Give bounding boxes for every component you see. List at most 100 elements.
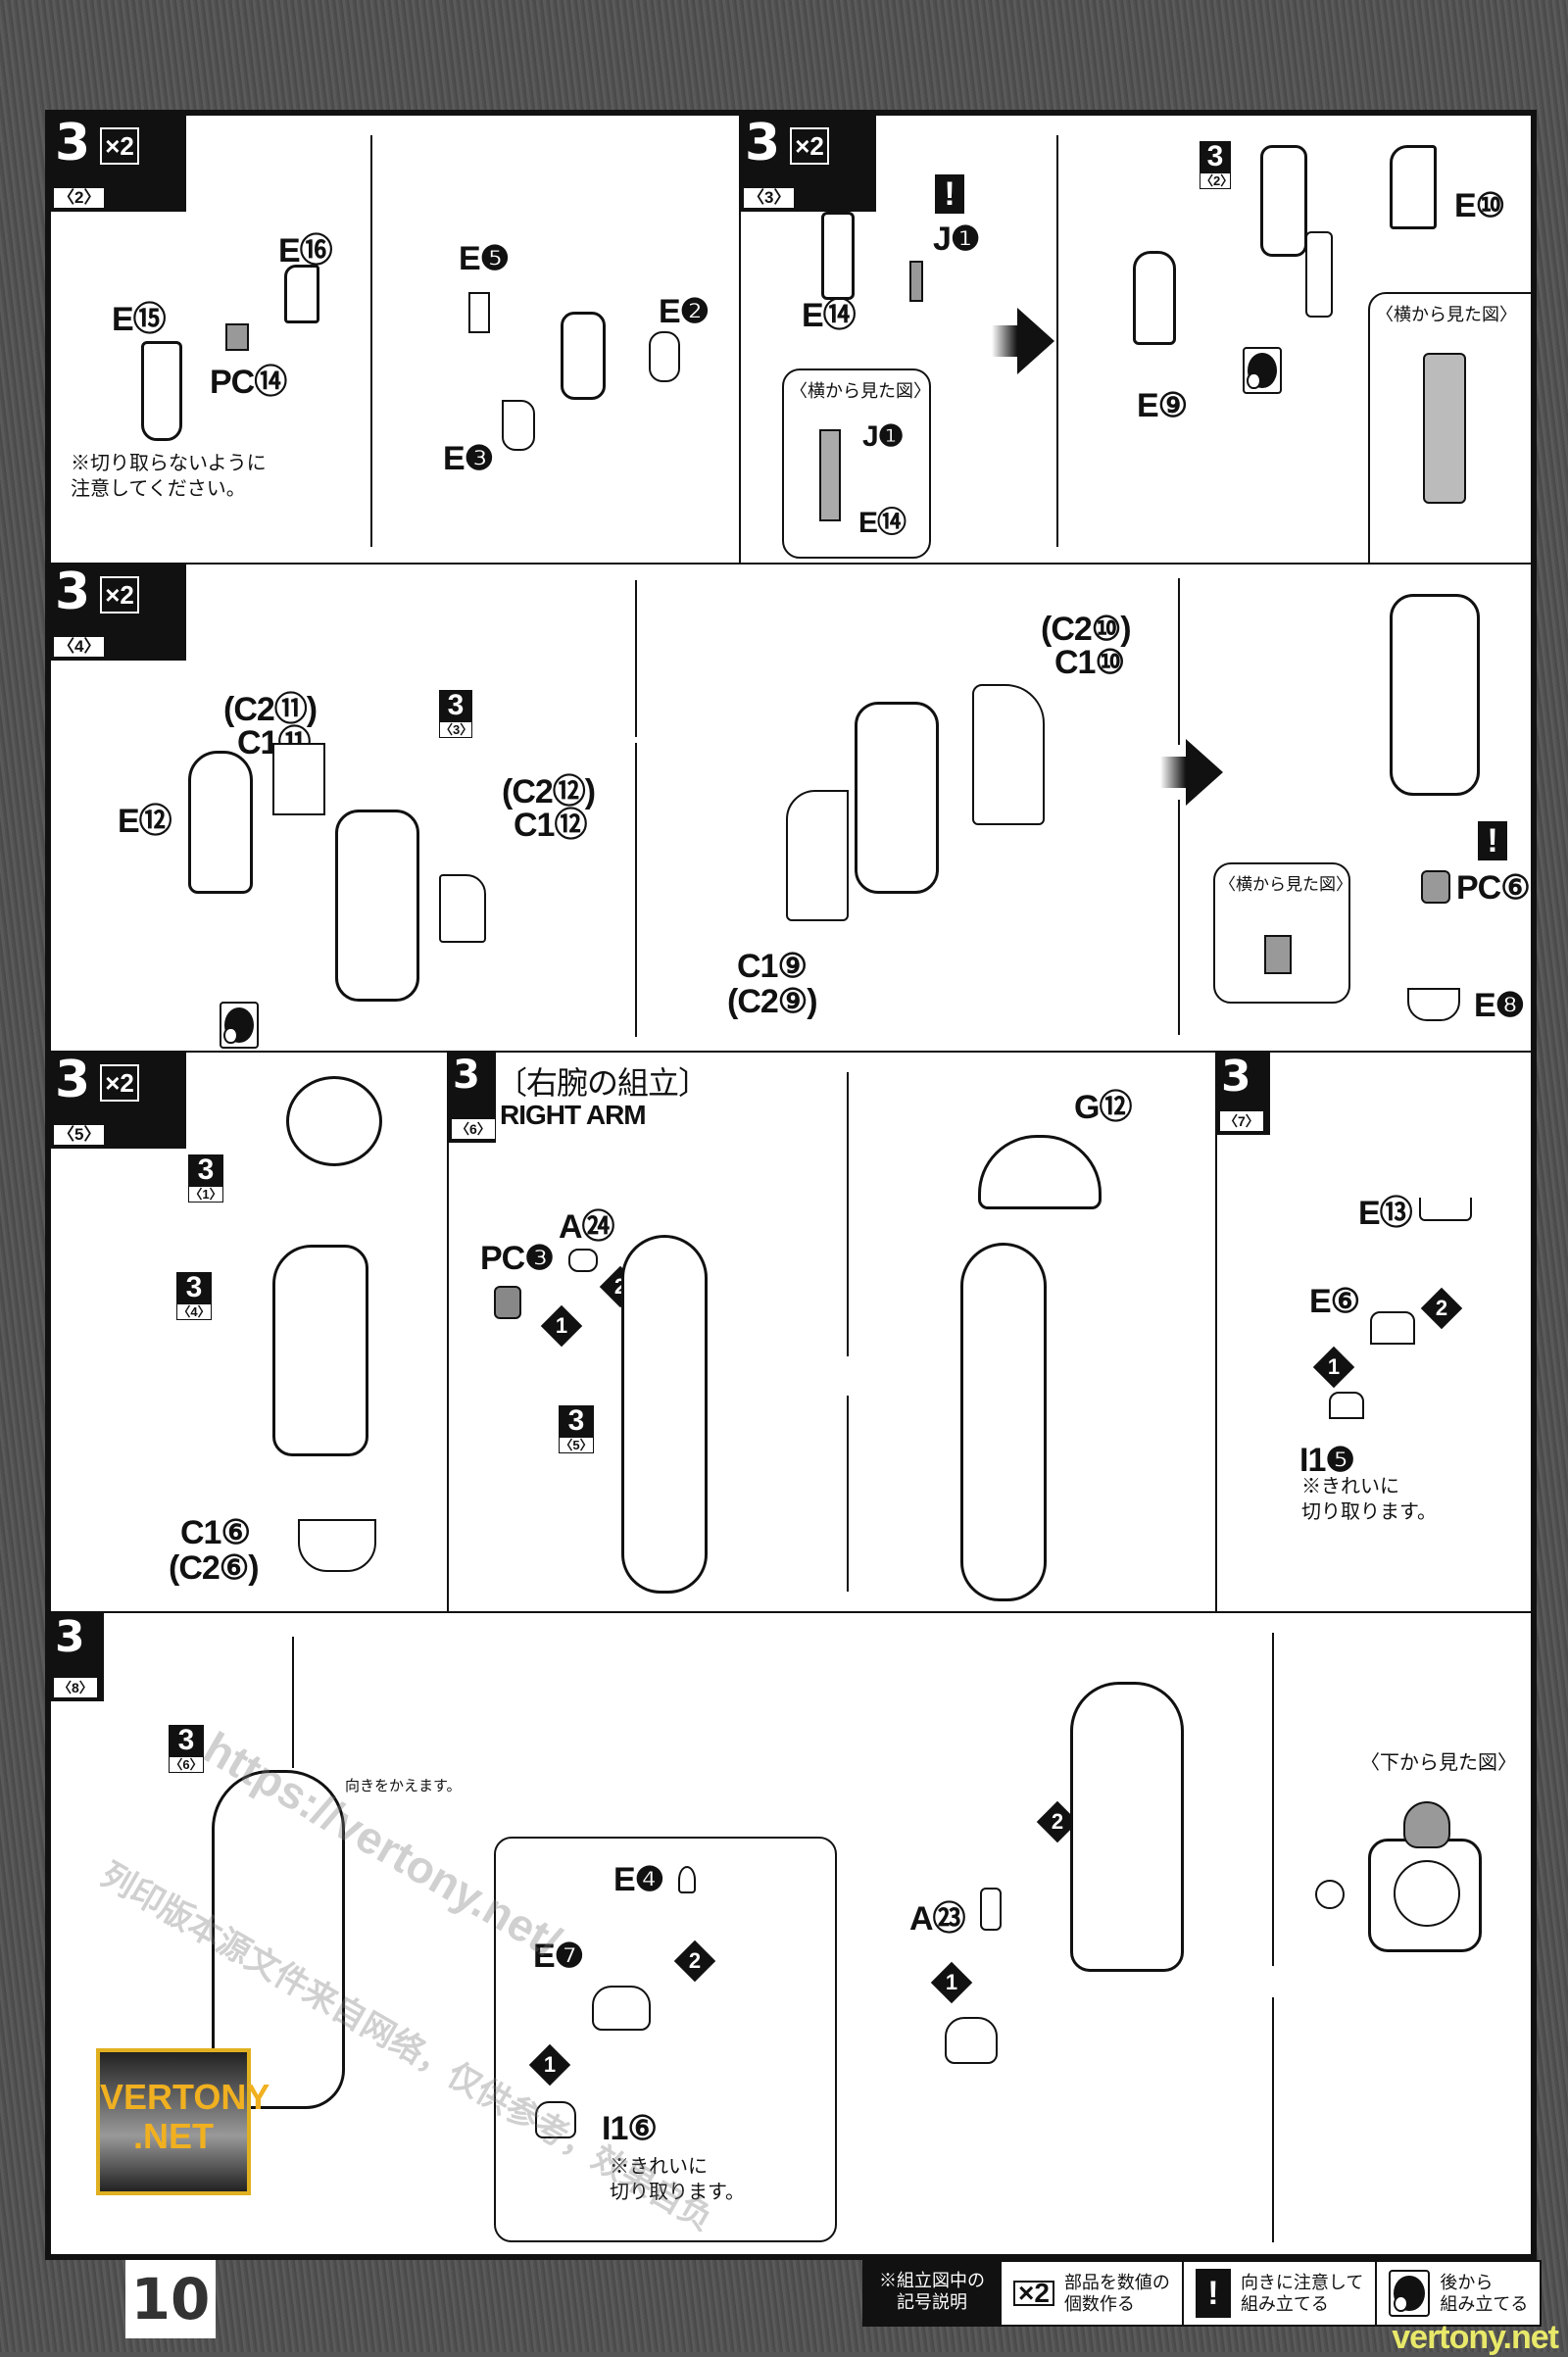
part-label: PC❸	[480, 1240, 555, 1277]
part-c1-11	[272, 743, 325, 815]
next-arrow-stem	[992, 325, 1017, 357]
x2-icon: ×2	[100, 127, 139, 165]
panel-step-3-2: 3 ×2 〈2〉 E⑯ E⑮ PC⑭ ※切り取らないように 注意してください。 …	[49, 114, 741, 565]
part-e9	[1133, 251, 1176, 345]
ref-number: 3	[567, 1404, 585, 1437]
bottom-view-label: 〈下から見た図〉	[1360, 1752, 1517, 1774]
x2-icon: ×2	[100, 576, 139, 614]
part-e4	[678, 1866, 696, 1893]
order-badge-1: 1	[1312, 1346, 1355, 1389]
side-view-bubble: 〈横から見た図〉 J❶ E⑭	[782, 368, 931, 559]
part-label: E⑬	[1358, 1195, 1413, 1232]
part-e13	[1419, 1198, 1472, 1221]
part-core-b	[855, 702, 939, 894]
part-e8	[1407, 988, 1460, 1021]
assemble-later-icon	[220, 1002, 259, 1049]
part-pc3	[494, 1286, 521, 1319]
panel-step-3-6: 3 〈6〉 〔右腕の組立〕 RIGHT ARM PC❸ A㉔ 1 2 3 〈5〉…	[447, 1051, 1217, 1613]
detail-bubble: E❹ E❼ 1 2 I1⑥ ※きれいに 切り取ります。	[494, 1837, 837, 2242]
part-j1	[909, 261, 923, 302]
part-label: (C2⑨)	[727, 983, 818, 1020]
part-label: C1⑫	[514, 807, 587, 844]
order-number: 2	[1435, 1296, 1448, 1320]
part-joint	[561, 312, 606, 400]
part-label: E❽	[1474, 987, 1525, 1024]
step-ref: 3 〈2〉	[1200, 140, 1233, 189]
part-label: I1❺	[1299, 1442, 1355, 1479]
part-label: E⑯	[278, 232, 333, 270]
part-upper-arm	[272, 1245, 368, 1456]
order-number: 2	[1051, 1809, 1064, 1834]
ref-number: 3	[447, 689, 465, 721]
part-assembled	[1390, 594, 1480, 796]
section-title-en: RIGHT ARM	[500, 1100, 647, 1130]
divider	[292, 1637, 294, 1768]
part-forearm	[621, 1235, 708, 1594]
ref-number: 3	[1206, 140, 1224, 172]
part-core	[335, 810, 419, 1002]
part-bottom-view-ball	[1315, 1880, 1345, 1909]
ref-sub: 〈3〉	[439, 721, 473, 738]
panel-step-3-3: 3 ×2 〈3〉 ! J❶ E⑭ 〈横から見た図〉 J❶ E⑭ 3 〈2〉 E⑩…	[739, 114, 1533, 565]
panel-step-3-8: 3 〈8〉 3 〈6〉 向きをかえます。 E❹ E❼ 1 2 I1⑥ ※きれいに…	[49, 1611, 1533, 2256]
part-label: A㉔	[559, 1208, 615, 1246]
divider	[1272, 1633, 1274, 1966]
part-e14	[821, 212, 855, 300]
part-arm-rotated	[1070, 1682, 1184, 1972]
divider	[370, 135, 372, 547]
part-label: E⑭	[802, 297, 857, 334]
step-sub: 〈7〉	[1219, 1110, 1264, 1132]
step-sub: 〈3〉	[743, 187, 796, 209]
divider	[1178, 800, 1180, 1035]
ref-sub: 〈4〉	[176, 1303, 212, 1320]
part-label: J❶	[862, 420, 905, 453]
x2-icon: ×2	[100, 1064, 139, 1102]
part-e14-b	[1305, 231, 1333, 318]
part-label: E❺	[459, 240, 510, 277]
page-number: 10	[125, 2260, 216, 2338]
part-side-view	[819, 429, 841, 521]
part-label: PC⑥	[1456, 869, 1531, 907]
part-e16	[284, 265, 319, 323]
part-e5	[468, 292, 490, 333]
legend-item-caution: ! 向きに注意して 組み立てる	[1181, 2262, 1375, 2325]
x2-icon: ×2	[790, 127, 829, 165]
step-ref: 3 〈5〉	[559, 1405, 594, 1453]
order-number: 1	[1327, 1354, 1341, 1379]
legend-text: 後から 組み立てる	[1440, 2273, 1529, 2314]
step-badge: 3 ×2 〈4〉	[51, 565, 186, 661]
part-i1-6	[535, 2101, 576, 2138]
legend-item-x2: ×2 部品を数値の 個数作る	[1000, 2262, 1182, 2325]
legend-text: 向きに注意して 組み立てる	[1240, 2273, 1364, 2314]
next-arrow-icon	[1017, 308, 1054, 374]
step-sub: 〈6〉	[451, 1118, 496, 1140]
caution-note: ※きれいに 切り取ります。	[610, 2156, 745, 2203]
order-number: 2	[688, 1948, 702, 1973]
part-c1-9	[786, 790, 849, 921]
part-e12	[188, 751, 253, 894]
step-number: 3	[1221, 1052, 1251, 1102]
part-label: C1⑨	[737, 948, 808, 985]
divider	[847, 1072, 849, 1356]
part-e10	[1390, 145, 1437, 229]
step-number: 3	[55, 1051, 91, 1109]
step-number: 3	[745, 114, 781, 172]
part-label: E❹	[613, 1861, 664, 1898]
part-c1-12	[439, 874, 486, 943]
step-ref: 3 〈6〉	[169, 1725, 204, 1773]
order-badge-1: 1	[930, 1961, 973, 2004]
step-badge: 3 ×2 〈2〉	[51, 116, 186, 212]
step-number: 3	[453, 1053, 480, 1098]
divider	[635, 743, 637, 1037]
part-label: E⑨	[1137, 387, 1188, 424]
step-sub: 〈5〉	[53, 1124, 106, 1146]
part-i1-5	[1329, 1392, 1364, 1419]
part-side-view-arm	[1423, 353, 1466, 504]
step-badge: 3 〈6〉	[449, 1053, 496, 1143]
part-label: J❶	[933, 221, 980, 258]
step-sub: 〈8〉	[53, 1677, 98, 1698]
panel-step-3-5: 3 ×2 〈5〉 3 〈1〉 3 〈4〉 C1⑥ (C2⑥)	[49, 1051, 449, 1613]
part-label: (C2⑫)	[502, 773, 596, 810]
instruction-sheet: 3 ×2 〈2〉 E⑯ E⑮ PC⑭ ※切り取らないように 注意してください。 …	[45, 110, 1537, 2260]
part-label: E⑭	[858, 507, 906, 539]
